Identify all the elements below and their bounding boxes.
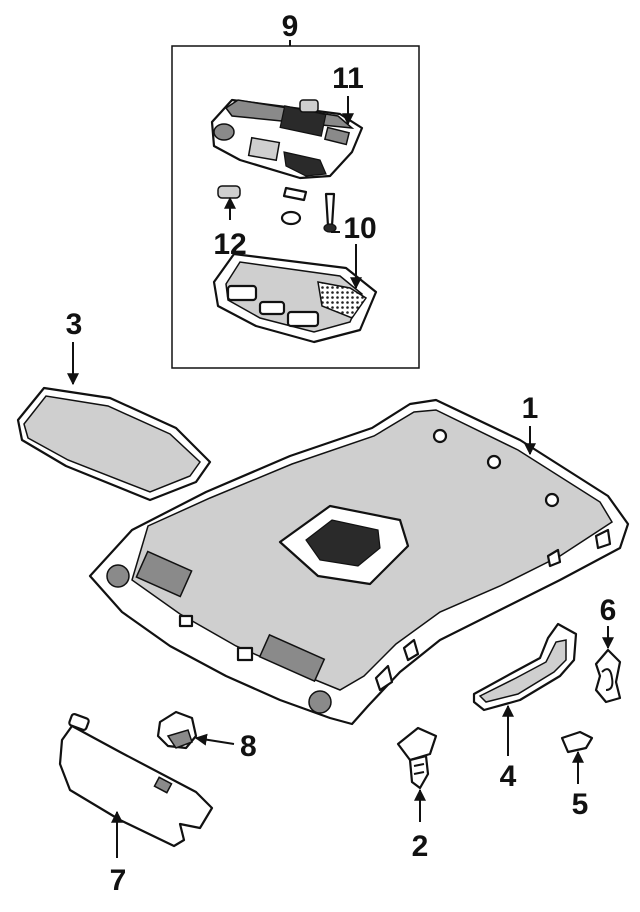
callout-3: 3 [66,308,83,341]
callout-4: 4 [500,760,517,793]
sunroof-shade-panel [16,386,212,502]
callout-8: 8 [240,730,257,763]
sun-visor [58,713,214,848]
leader-lines [67,96,614,858]
overhead-lamp-housing [210,98,364,180]
lamp-screw [323,192,337,233]
callout-9: 9 [282,10,299,43]
callout-10: 10 [343,212,376,245]
callout-5: 5 [572,788,589,821]
lamp-bulb-clip [217,185,308,226]
callout-11: 11 [332,62,364,95]
headliner-panel [88,398,630,726]
inset-frame [171,45,420,369]
handle-clip-fastener [396,726,438,790]
callout-2: 2 [412,830,429,863]
callout-1: 1 [522,392,539,425]
callout-6: 6 [600,594,617,627]
overhead-lamp-lens [212,252,378,344]
callout-12: 12 [213,228,246,261]
callout-7: 7 [110,864,127,897]
coat-hook [594,648,622,704]
overhead-console-inset [171,40,420,369]
assist-grab-handle [472,622,578,712]
hook-cap [560,730,594,754]
visor-clip [156,710,198,750]
